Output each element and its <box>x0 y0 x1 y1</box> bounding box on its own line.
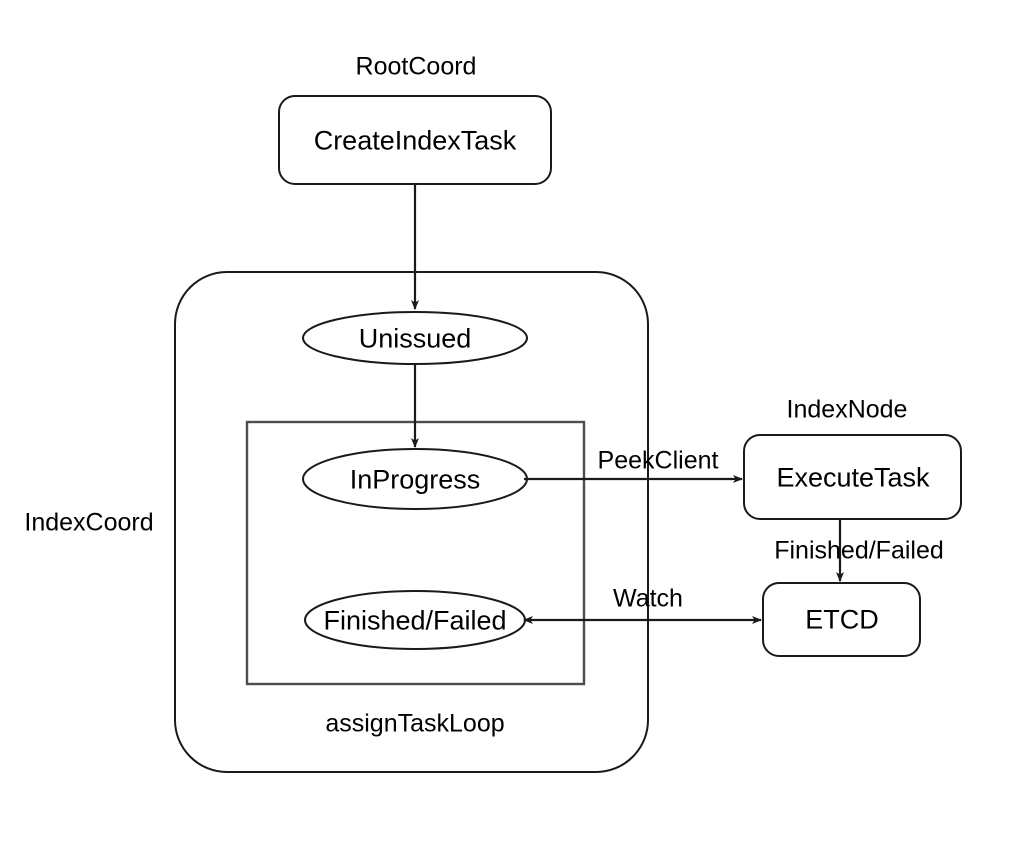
node-execute-task[interactable] <box>743 434 962 520</box>
edge-label-watch: Watch <box>613 584 683 613</box>
container-label-assign-task-loop: assignTaskLoop <box>325 709 505 738</box>
node-label-create-index-task[interactable]: CreateIndexTask <box>313 125 517 156</box>
group-label-index-node: IndexNode <box>786 395 908 424</box>
edge-label-peek-client: PeekClient <box>597 446 719 475</box>
edge-label-finished-failed: Finished/Failed <box>774 536 944 565</box>
node-label-etcd[interactable]: ETCD <box>805 604 879 635</box>
node-etcd[interactable] <box>762 582 921 657</box>
group-label-root-coord: RootCoord <box>355 52 477 81</box>
node-label-unissued[interactable]: Unissued <box>358 323 472 354</box>
container-label-index-coord: IndexCoord <box>24 508 154 537</box>
node-label-in-progress[interactable]: InProgress <box>349 464 481 495</box>
node-label-finished-failed[interactable]: Finished/Failed <box>323 605 507 636</box>
node-label-execute-task[interactable]: ExecuteTask <box>776 462 930 493</box>
